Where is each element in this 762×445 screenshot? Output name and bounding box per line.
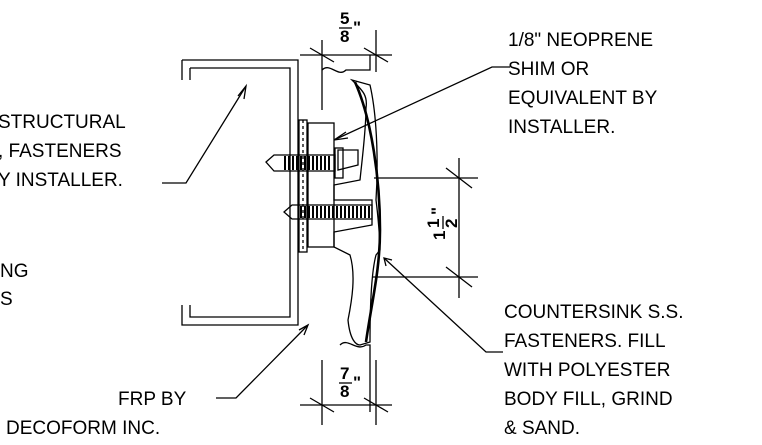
upper-fastener bbox=[265, 147, 344, 179]
svg-text:Y INSTALLER.: Y INSTALLER. bbox=[0, 170, 123, 191]
svg-text:1/8" NEOPRENE: 1/8" NEOPRENE bbox=[508, 30, 653, 51]
note-neoprene: 1/8" NEOPRENE SHIM OR EQUIVALENT BY INST… bbox=[508, 30, 658, 138]
dimension-bottom: 7 8 " bbox=[339, 364, 361, 401]
svg-text:EQUIVALENT BY: EQUIVALENT BY bbox=[508, 88, 658, 109]
svg-text:8: 8 bbox=[340, 382, 349, 401]
svg-text:2: 2 bbox=[442, 219, 461, 228]
svg-text:5: 5 bbox=[340, 9, 349, 28]
note-structural: STRUCTURAL , FASTENERS Y INSTALLER. bbox=[0, 112, 126, 191]
svg-text:WITH POLYESTER: WITH POLYESTER bbox=[504, 360, 670, 381]
svg-text:": " bbox=[428, 207, 447, 215]
svg-text:8: 8 bbox=[340, 27, 349, 46]
svg-text:, FASTENERS: , FASTENERS bbox=[0, 141, 122, 162]
svg-text:FASTENERS. FILL: FASTENERS. FILL bbox=[504, 331, 666, 352]
svg-text:1: 1 bbox=[424, 219, 443, 228]
svg-text:& SAND.: & SAND. bbox=[504, 418, 580, 439]
embed-plate bbox=[307, 122, 335, 248]
note-frp: FRP BY DECOFORM INC. bbox=[6, 389, 187, 439]
svg-text:INSTALLER.: INSTALLER. bbox=[508, 117, 615, 138]
svg-text:": " bbox=[353, 18, 361, 37]
dimension-right: 1 1 2 " bbox=[424, 207, 461, 240]
lower-fastener bbox=[283, 204, 373, 220]
note-countersink: COUNTERSINK S.S. FASTENERS. FILL WITH PO… bbox=[504, 302, 683, 439]
leader-lines bbox=[162, 66, 510, 399]
svg-text:SHIM OR: SHIM OR bbox=[508, 59, 589, 80]
svg-text:FRP BY: FRP BY bbox=[118, 389, 187, 410]
svg-text:NG: NG bbox=[0, 261, 29, 282]
svg-text:STRUCTURAL: STRUCTURAL bbox=[0, 112, 126, 133]
svg-text:1: 1 bbox=[430, 231, 449, 240]
dimension-top: 5 8 " bbox=[339, 9, 361, 46]
svg-text:DECOFORM INC.: DECOFORM INC. bbox=[6, 418, 160, 439]
note-partial: NG S bbox=[0, 261, 29, 310]
steel-channel bbox=[181, 59, 299, 326]
break-lines bbox=[321, 55, 371, 412]
svg-text:7: 7 bbox=[340, 364, 349, 383]
svg-text:BODY FILL, GRIND: BODY FILL, GRIND bbox=[504, 389, 673, 410]
dimension-lines bbox=[300, 30, 478, 425]
neoprene-shim bbox=[298, 119, 308, 253]
svg-text:": " bbox=[353, 373, 361, 392]
svg-text:COUNTERSINK S.S.: COUNTERSINK S.S. bbox=[504, 302, 683, 323]
frp-profile bbox=[333, 78, 382, 346]
svg-text:S: S bbox=[0, 289, 13, 310]
